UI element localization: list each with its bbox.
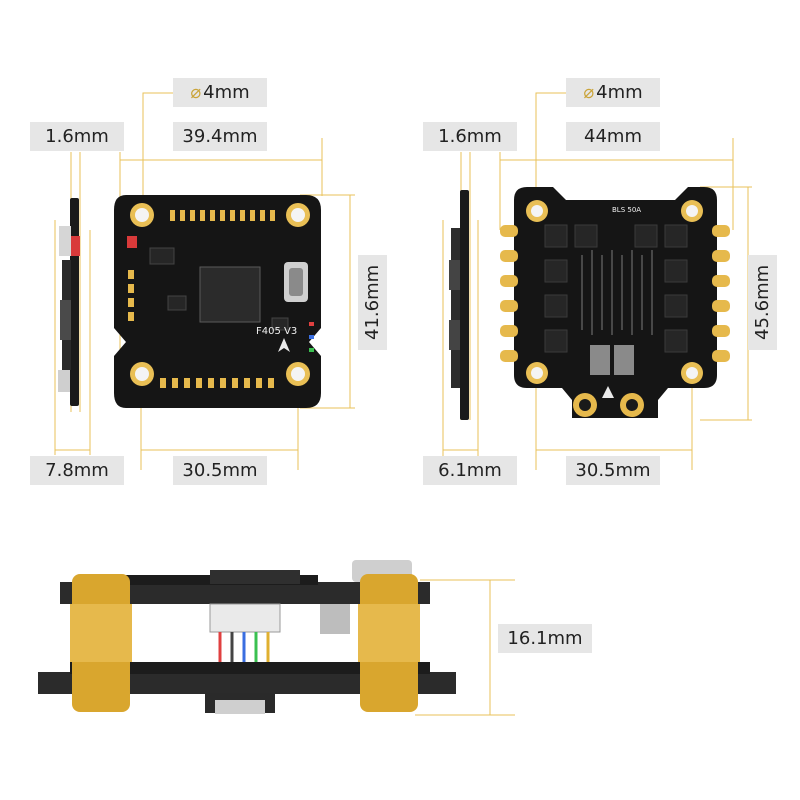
esc-board-text: BLS 50A bbox=[612, 206, 641, 214]
stack-dimension-lines bbox=[415, 579, 515, 716]
fc-hole-spacing-label: 30.5mm bbox=[173, 456, 267, 485]
fc-width-label: 39.4mm bbox=[173, 122, 267, 151]
fc-mounting-hole bbox=[130, 203, 154, 227]
esc-side-height-label: 6.1mm bbox=[423, 456, 517, 485]
fc-hole-diameter-label: ⌀ 4mm bbox=[173, 78, 267, 107]
fc-height-label: 41.6mm bbox=[358, 255, 387, 350]
esc-board bbox=[500, 187, 730, 418]
fc-board bbox=[114, 195, 321, 408]
fc-side-view bbox=[58, 198, 80, 406]
fc-mounting-hole bbox=[286, 362, 310, 386]
esc-hole-diameter: 4mm bbox=[596, 82, 643, 103]
diameter-symbol-icon: ⌀ bbox=[583, 82, 595, 103]
esc-height-label: 45.6mm bbox=[748, 255, 777, 350]
esc-mounting-hole bbox=[526, 362, 548, 384]
fc-mounting-hole bbox=[130, 362, 154, 386]
fc-board-text: F405 V3 bbox=[256, 326, 297, 337]
fc-side-height-label: 7.8mm bbox=[30, 456, 124, 485]
esc-side-view bbox=[449, 190, 469, 420]
esc-mounting-hole bbox=[681, 200, 703, 222]
esc-width-label: 44mm bbox=[566, 122, 660, 151]
esc-dimension-lines bbox=[442, 92, 752, 470]
diameter-symbol-icon: ⌀ bbox=[190, 82, 202, 103]
esc-thickness-label: 1.6mm bbox=[423, 122, 517, 151]
stack-height-label: 16.1mm bbox=[498, 624, 592, 653]
esc-mounting-hole bbox=[526, 200, 548, 222]
stack-side-view bbox=[38, 560, 456, 714]
fc-thickness-label: 1.6mm bbox=[30, 122, 124, 151]
fc-mounting-hole bbox=[286, 203, 310, 227]
esc-hole-spacing-label: 30.5mm bbox=[566, 456, 660, 485]
esc-hole-diameter-label: ⌀ 4mm bbox=[566, 78, 660, 107]
fc-hole-diameter: 4mm bbox=[203, 82, 250, 103]
esc-mounting-hole bbox=[681, 362, 703, 384]
